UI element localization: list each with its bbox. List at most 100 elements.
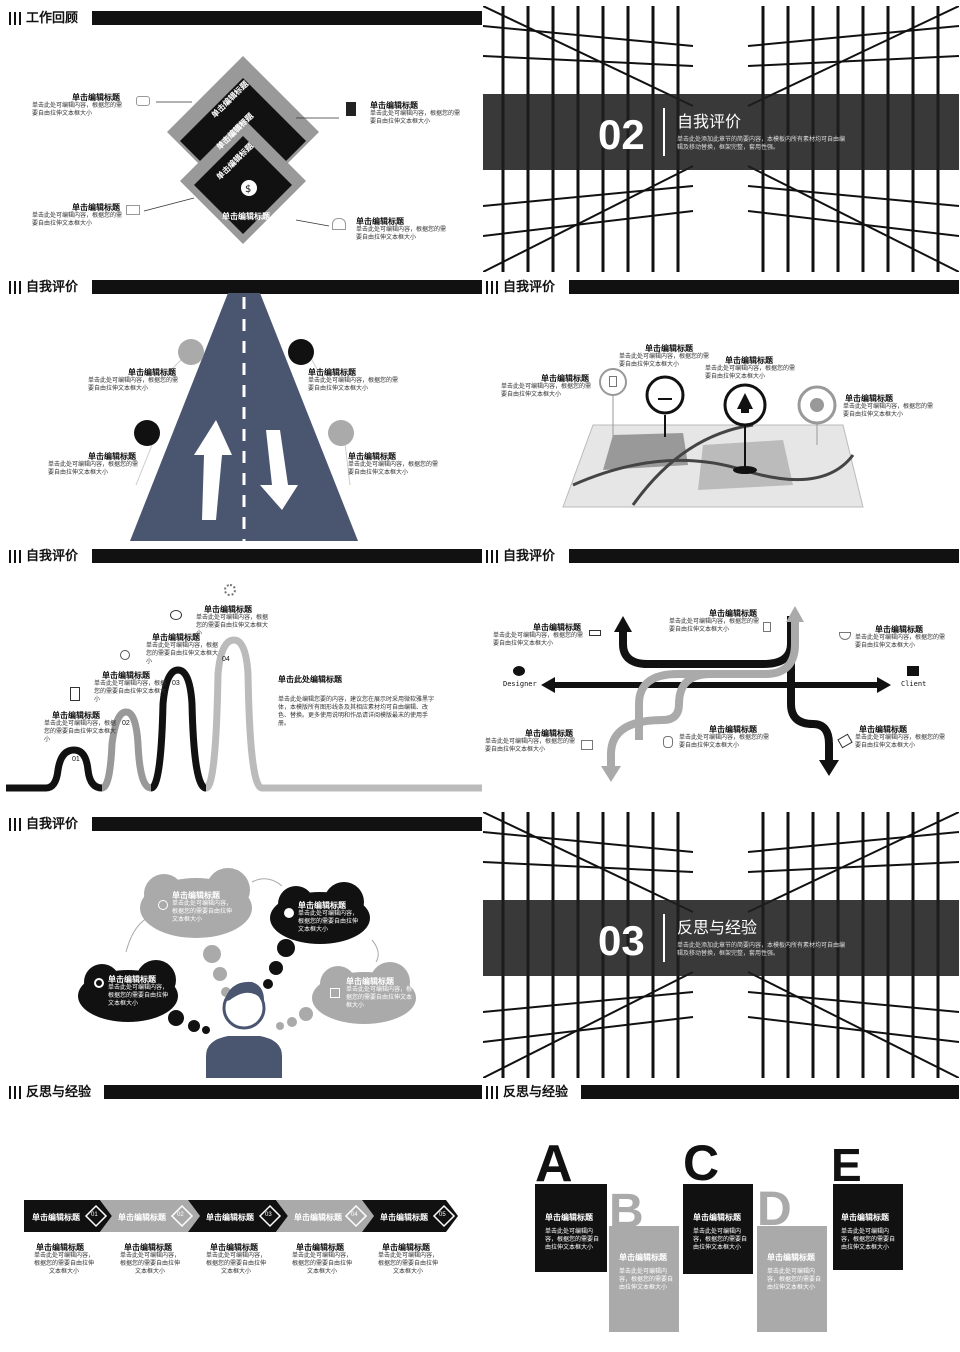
chevron-5-number: 05: [439, 1212, 446, 1218]
slide-header: 自我评价: [483, 279, 959, 295]
palette-icon: [284, 908, 294, 918]
step-1-title: 单击编辑标题: [52, 711, 100, 720]
section-divider: [663, 914, 665, 962]
side-text: 单击此处编辑您要的内容，建议您在展示时采用微软雅黑字体，本模版所有图形线条及其相…: [278, 697, 435, 727]
section-number: 02: [598, 111, 645, 158]
cup-icon: [609, 376, 617, 387]
client-label: Client: [901, 680, 927, 688]
item-6-title: 单击编辑标题: [859, 725, 907, 734]
slide-title: 反思与经验: [503, 1084, 569, 1099]
card-e: [833, 1184, 903, 1270]
people-icon: [332, 218, 346, 230]
slide-header: 反思与经验: [6, 1084, 482, 1100]
monitor-icon: [126, 205, 140, 215]
item-5-title: 单击编辑标题: [709, 725, 757, 734]
road-graphic: [130, 293, 358, 541]
item-4-title: 单击编辑标题: [348, 452, 396, 461]
svg-text:$: $: [245, 184, 251, 195]
item-6-text: 单击此处可编辑内容，根据您的需要自由拉伸文本框大小: [855, 735, 946, 749]
step-3-text: 单击此处可编辑内容，根据您的需要自由拉伸文本框大小: [146, 643, 219, 665]
item-4-text: 单击此处可编辑内容，根据您的需要自由拉伸文本框大小: [291, 1253, 352, 1275]
globe-icon: [158, 900, 168, 910]
header-rule: [92, 280, 482, 294]
chevron-bar-graphic: [24, 1200, 458, 1232]
step-1-text: 单击此处可编辑内容，根据您的需要自由拉伸文本框大小: [44, 721, 117, 743]
money-icon: [178, 339, 204, 365]
item-1-title: 单击编辑标题: [541, 374, 589, 383]
inbox-icon: [288, 339, 314, 365]
item-2-text: 单击此处可编辑内容，根据您的需要自由拉伸文本框大小: [619, 354, 710, 368]
item-5-text: 单击此处可编辑内容，根据您的需要自由拉伸文本框大小: [377, 1253, 438, 1275]
slide-header: 自我评价: [6, 279, 482, 295]
gear-icon: [94, 978, 104, 988]
magnifier-icon: [120, 650, 130, 660]
slide-header: 自我评价: [6, 548, 482, 564]
slide-header: 自我评价: [6, 816, 482, 832]
card-d-text: 单击此处可编辑内容，根据您的需要自由拉伸文本框大小: [767, 1269, 822, 1291]
item-4-title: 单击编辑标题: [356, 217, 404, 226]
slide-title: 自我评价: [26, 279, 79, 294]
item-1-title: 单击编辑标题: [36, 1243, 84, 1252]
header-bars-icon: [486, 281, 498, 294]
palette-icon: [513, 666, 525, 676]
item-1-text: 单击此处可编辑内容，根据您的需要自由拉伸文本框大小: [32, 103, 123, 117]
item-4-text: 单击此处可编辑内容，根据您的需要自由拉伸文本框大小: [348, 462, 439, 476]
item-3-text: 单击此处可编辑内容，根据您的需要自由拉伸文本框大小: [705, 366, 796, 380]
chevron-2-number: 02: [177, 1212, 184, 1218]
wave-steps-graphic: [6, 636, 482, 792]
card-a: [535, 1184, 607, 1272]
section-desc: 单击此处添加此章节的简要内容，本模板内所有素材均可自由编辑及移动替换，框架完整，…: [677, 137, 846, 151]
card-b-title: 单击编辑标题: [619, 1253, 667, 1262]
thinking-clouds-graphic: [78, 868, 416, 1078]
slide-abcde: 反思与经验 A 单击编辑标题 单击此处可编辑内容，根据您的需要自由拉伸文本框大小…: [483, 1080, 959, 1346]
header-rule: [569, 549, 959, 563]
item-3-text: 单击此处可编辑内容，根据您的需要自由拉伸文本框大小: [205, 1253, 266, 1275]
briefcase-icon: [907, 666, 919, 676]
diamond-graphic: $: [143, 56, 339, 244]
designer-label: Designer: [503, 680, 537, 688]
cloud-1-title: 单击编辑标题: [172, 891, 220, 900]
chevron-1-label: 单击编辑标题: [32, 1213, 80, 1222]
chevron-3-label: 单击编辑标题: [206, 1213, 254, 1222]
paw-icon: [813, 401, 821, 409]
header-bars-icon: [486, 1086, 498, 1099]
header-bars-icon: [9, 1086, 21, 1099]
item-2-text: 单击此处可编辑内容，根据您的需要自由拉伸文本框大小: [669, 619, 760, 633]
step-4-text: 单击此处可编辑内容，根据您的需要自由拉伸文本框大小: [196, 615, 269, 637]
item-2-title: 单击编辑标题: [308, 368, 356, 377]
chevron-4-label: 单击编辑标题: [294, 1213, 342, 1222]
shirt-icon: [581, 740, 593, 750]
tools-icon: [330, 988, 340, 998]
cloud-1-text: 单击此处可编辑内容，根据您的需要自由拉伸文本框大小: [172, 901, 233, 923]
slide-header: 反思与经验: [483, 1084, 959, 1100]
chevron-4-number: 04: [351, 1212, 358, 1218]
item-3-title: 单击编辑标题: [875, 625, 923, 634]
chevron-2-label: 单击编辑标题: [118, 1213, 166, 1222]
card-a-letter: A: [535, 1135, 573, 1193]
food-icon: [839, 632, 851, 640]
item-1-text: 单击此处可编辑内容，根据您的需要自由拉伸文本框大小: [493, 633, 584, 647]
card-c: [683, 1184, 753, 1274]
watch-icon: [763, 622, 771, 632]
slide-road: 自我评价 单击编辑标题 单击此处可编辑内容，根据您的需要自由拉伸文本框大小 单击…: [6, 275, 482, 541]
item-2-title: 单击编辑标题: [709, 609, 757, 618]
diamond-icon: [589, 630, 601, 636]
scissors-icon: [658, 390, 672, 400]
palette-icon: [170, 610, 182, 620]
card-a-title: 单击编辑标题: [545, 1213, 593, 1222]
item-2-title: 单击编辑标题: [645, 344, 693, 353]
handshake-icon: [136, 96, 150, 106]
slide-title: 反思与经验: [26, 1084, 92, 1099]
item-3-title: 单击编辑标题: [725, 356, 773, 365]
building-icon: [346, 102, 356, 116]
item-3-text: 单击此处可编辑内容，根据您的需要自由拉伸文本框大小: [48, 462, 139, 476]
section-name: 自我评价: [677, 114, 742, 131]
slide-chevrons: 反思与经验 单击编辑标题 01 单击编辑标题 02 单击编辑标题 03 单击编辑…: [6, 1080, 482, 1346]
card-b-text: 单击此处可编辑内容，根据您的需要自由拉伸文本框大小: [619, 1269, 674, 1291]
card-b-letter: B: [609, 1185, 644, 1238]
section-name: 反思与经验: [677, 920, 758, 937]
card-e-text: 单击此处可编辑内容，根据您的需要自由拉伸文本框大小: [841, 1229, 896, 1251]
cloud-2-title: 单击编辑标题: [298, 901, 346, 910]
card-b: [609, 1226, 679, 1332]
item-4-text: 单击此处可编辑内容，根据您的需要自由拉伸文本框大小: [356, 227, 447, 241]
